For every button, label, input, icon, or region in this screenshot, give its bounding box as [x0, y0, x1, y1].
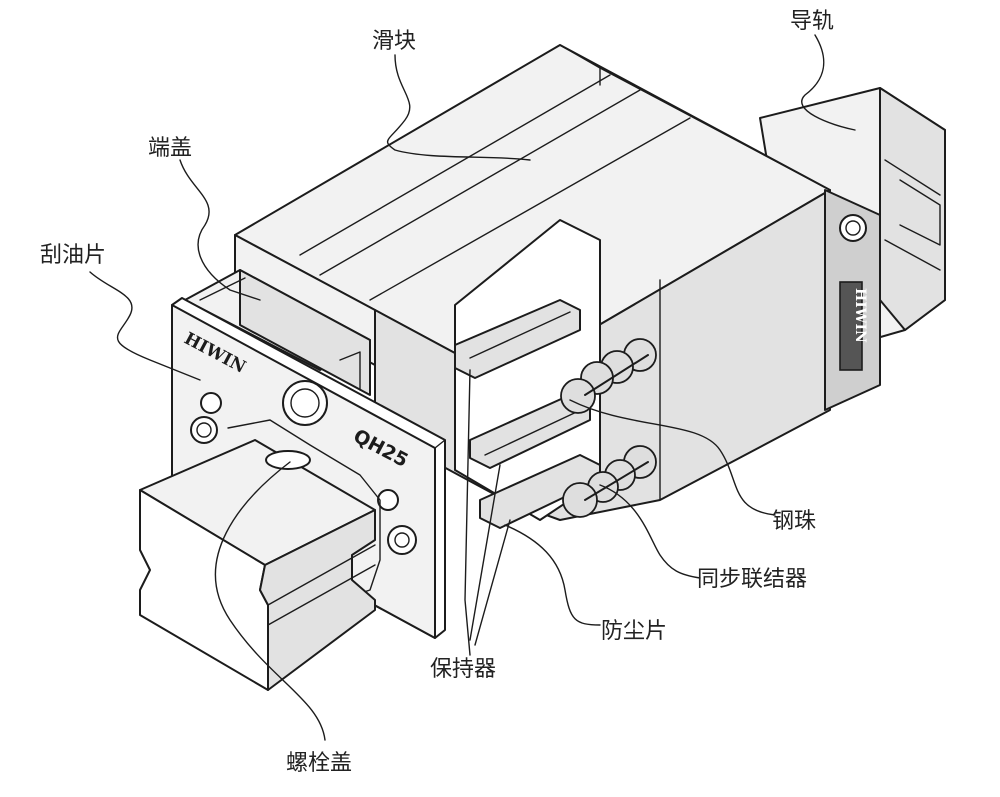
end-cap — [184, 269, 371, 396]
leader-end-cap — [179, 159, 261, 301]
bolt-cap — [265, 450, 311, 470]
leader-slider — [386, 54, 531, 161]
steel-ball — [560, 378, 596, 414]
label-retainer: 保持器 — [430, 657, 496, 682]
label-rail: 导轨 — [790, 9, 834, 34]
leader-sync-connector — [599, 484, 701, 579]
label-bolt-cap: 螺栓盖 — [286, 751, 352, 776]
brand-mark-side: HIWIN — [852, 288, 868, 343]
leader-steel-ball — [569, 399, 776, 516]
label-steel-ball: 钢珠 — [772, 509, 816, 534]
callout-labels: 滑块 导轨 端盖 刮油片 钢珠 同步联结器 防尘片 保持器 螺栓盖 — [40, 9, 834, 776]
label-sync-connector: 同步联结器 — [697, 567, 807, 592]
leader-scraper — [89, 271, 201, 381]
leader-retainer-1 — [464, 369, 471, 656]
leader-bolt-cap — [214, 461, 326, 741]
leader-retainer-3 — [474, 519, 511, 646]
label-scraper: 刮油片 — [40, 243, 106, 268]
leader-retainer-2 — [469, 464, 501, 641]
label-dust-seal: 防尘片 — [601, 619, 667, 644]
label-end-cap: 端盖 — [148, 136, 192, 161]
cutaway-interior — [454, 219, 657, 529]
steel-ball — [562, 482, 598, 518]
label-slider: 滑块 — [372, 29, 416, 54]
leader-lines — [89, 34, 856, 741]
retainer-strip-upper — [454, 299, 581, 379]
leader-rail — [801, 34, 856, 131]
leader-dust-seal — [504, 524, 601, 626]
rail-front — [139, 439, 376, 691]
